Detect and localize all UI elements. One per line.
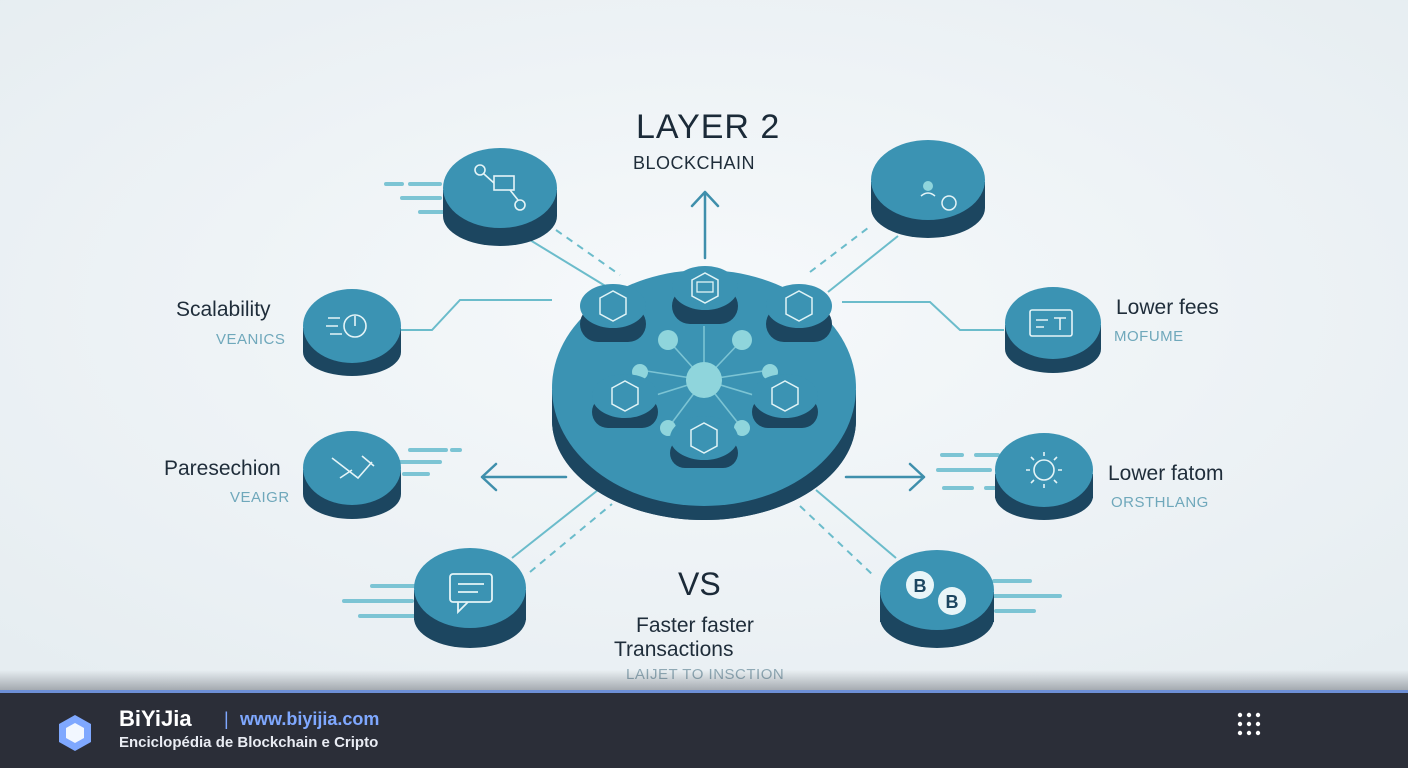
up-arrow xyxy=(690,190,720,260)
hub-modules xyxy=(580,266,832,468)
label-scalability: Scalability xyxy=(176,298,271,321)
coin-label-1: B xyxy=(914,576,927,596)
sublabel-lower-fees: MOFUME xyxy=(1114,328,1184,345)
grid-menu-icon[interactable] xyxy=(1234,709,1268,743)
brand-tagline: Enciclopédia de Blockchain e Cripto xyxy=(119,734,379,751)
node-lower-fatom xyxy=(995,433,1093,520)
node-bottom-right: B B xyxy=(880,550,994,648)
node-lower-fees xyxy=(1005,287,1101,373)
faster-label: Faster faster xyxy=(636,614,754,637)
diagram-subtitle: BLOCKCHAIN xyxy=(633,153,756,173)
hub-module-1 xyxy=(580,284,646,342)
handshake-icon xyxy=(331,455,375,480)
hexagon-logo-icon xyxy=(59,715,91,751)
chat-icon xyxy=(449,573,493,615)
label-lower-fees: Lower fees xyxy=(1116,296,1219,319)
speed-streaks xyxy=(342,182,1062,618)
brand-name: BiYiJia xyxy=(119,706,192,731)
speed-icon xyxy=(326,314,367,338)
sublabel-parsechion: VEAIGR xyxy=(230,489,290,506)
sun-icon xyxy=(1026,452,1062,488)
hub-module-5 xyxy=(752,374,818,428)
sublabel-scalability: VEANICS xyxy=(216,331,286,348)
node-parsechion xyxy=(303,431,401,519)
hub-module-2 xyxy=(672,266,738,324)
brand-separator: | xyxy=(224,709,229,729)
node-bottom-left xyxy=(414,548,526,648)
right-arrow xyxy=(844,462,926,492)
left-arrow xyxy=(480,462,568,492)
connector-lines xyxy=(400,227,1004,577)
vs-label: VS xyxy=(678,566,721,602)
hub-module-4 xyxy=(592,374,658,428)
node-top-right xyxy=(871,140,985,238)
transactions-label: Transactions xyxy=(614,638,734,661)
diagram-title: LAYER 2 xyxy=(636,108,781,146)
hub-module-3 xyxy=(766,284,832,342)
node-scalability xyxy=(303,289,401,376)
footer-bar: BiYiJia | www.biyijia.com Enciclopédia d… xyxy=(0,690,1408,768)
bottom-sublabel: LAIJET TO INSCTION xyxy=(626,666,784,683)
layer2-diagram: B B xyxy=(0,0,1408,690)
node-top-left xyxy=(443,148,557,246)
coin-icons: B B xyxy=(906,571,966,615)
coin-label-2: B xyxy=(946,592,959,612)
label-parsechion: Paresechion xyxy=(164,457,281,480)
user-coin-icon xyxy=(920,181,957,211)
arrows xyxy=(480,190,926,492)
hub-module-6 xyxy=(670,416,738,468)
label-lower-fatom: Lower fatom xyxy=(1108,462,1224,485)
screen-icon xyxy=(1029,309,1073,337)
network-icon xyxy=(474,164,526,211)
brand-url-link[interactable]: www.biyijia.com xyxy=(240,709,380,729)
sublabel-lower-fatom: ORSTHLANG xyxy=(1111,494,1209,511)
footer-shadow xyxy=(0,670,1408,690)
